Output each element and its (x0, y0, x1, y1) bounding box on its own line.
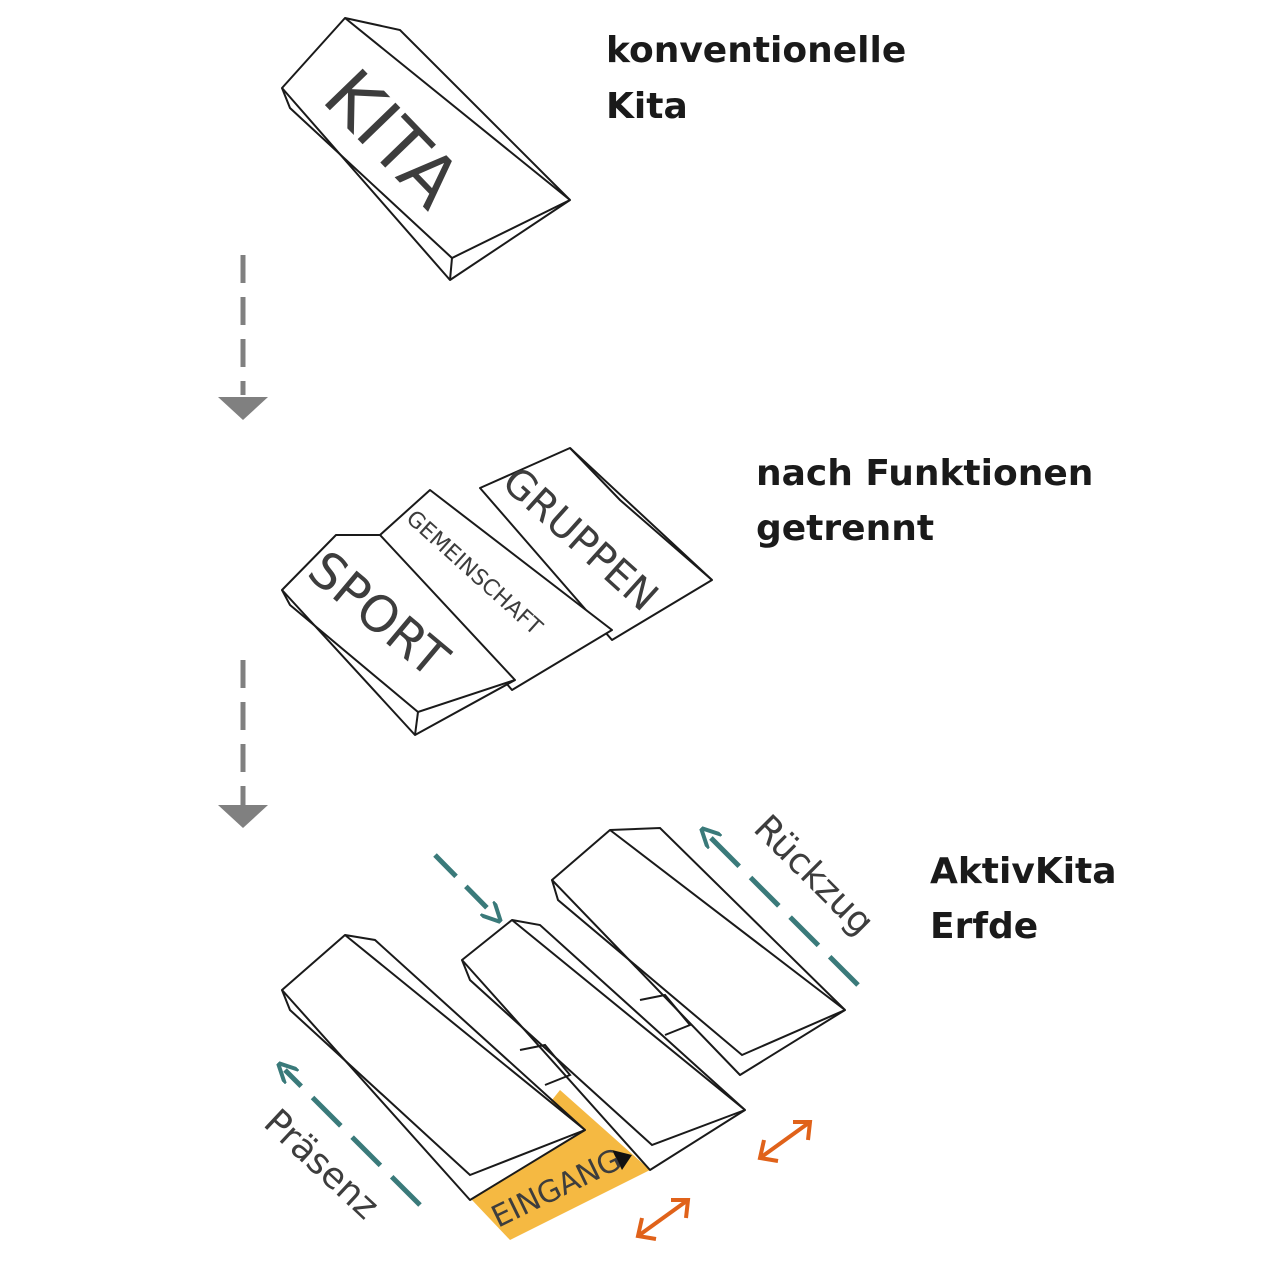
stage-1-building: KITA (281, 17, 571, 281)
label-rueckzug: Rückzug (746, 807, 882, 943)
stage-2-buildings: SPORT GEMEINSCHAFT GRUPPEN (281, 447, 713, 736)
stage-3-caption: AktivKita Erfde (930, 851, 1117, 947)
caption-2-line-2: getrennt (756, 508, 934, 549)
stage-1-caption: konventionelle Kita (606, 30, 906, 127)
flow-down-arrow-1-icon (218, 255, 268, 420)
stage-3-buildings: EINGANG (281, 826, 846, 1240)
flow-down-arrow-2-icon (218, 660, 268, 828)
double-headed-arrow-2-icon (635, 1198, 691, 1241)
direction-arrow-entry-icon (433, 853, 494, 915)
caption-1-line-2: Kita (606, 86, 688, 127)
direction-arrow-rueckzug-icon (708, 835, 860, 987)
caption-2-line-1: nach Funktionen (756, 453, 1093, 494)
entrance-marker-icon (612, 1150, 632, 1170)
label-praesenz: Präsenz (256, 1102, 387, 1228)
entrance-area (472, 1090, 650, 1240)
double-headed-arrow-1-icon (757, 1120, 813, 1163)
caption-3-line-1: AktivKita (930, 851, 1117, 892)
caption-1-line-1: konventionelle (606, 30, 906, 71)
stage-2-caption: nach Funktionen getrennt (756, 453, 1093, 549)
direction-arrow-praesenz-icon (285, 1070, 422, 1207)
caption-3-line-2: Erfde (930, 906, 1038, 947)
